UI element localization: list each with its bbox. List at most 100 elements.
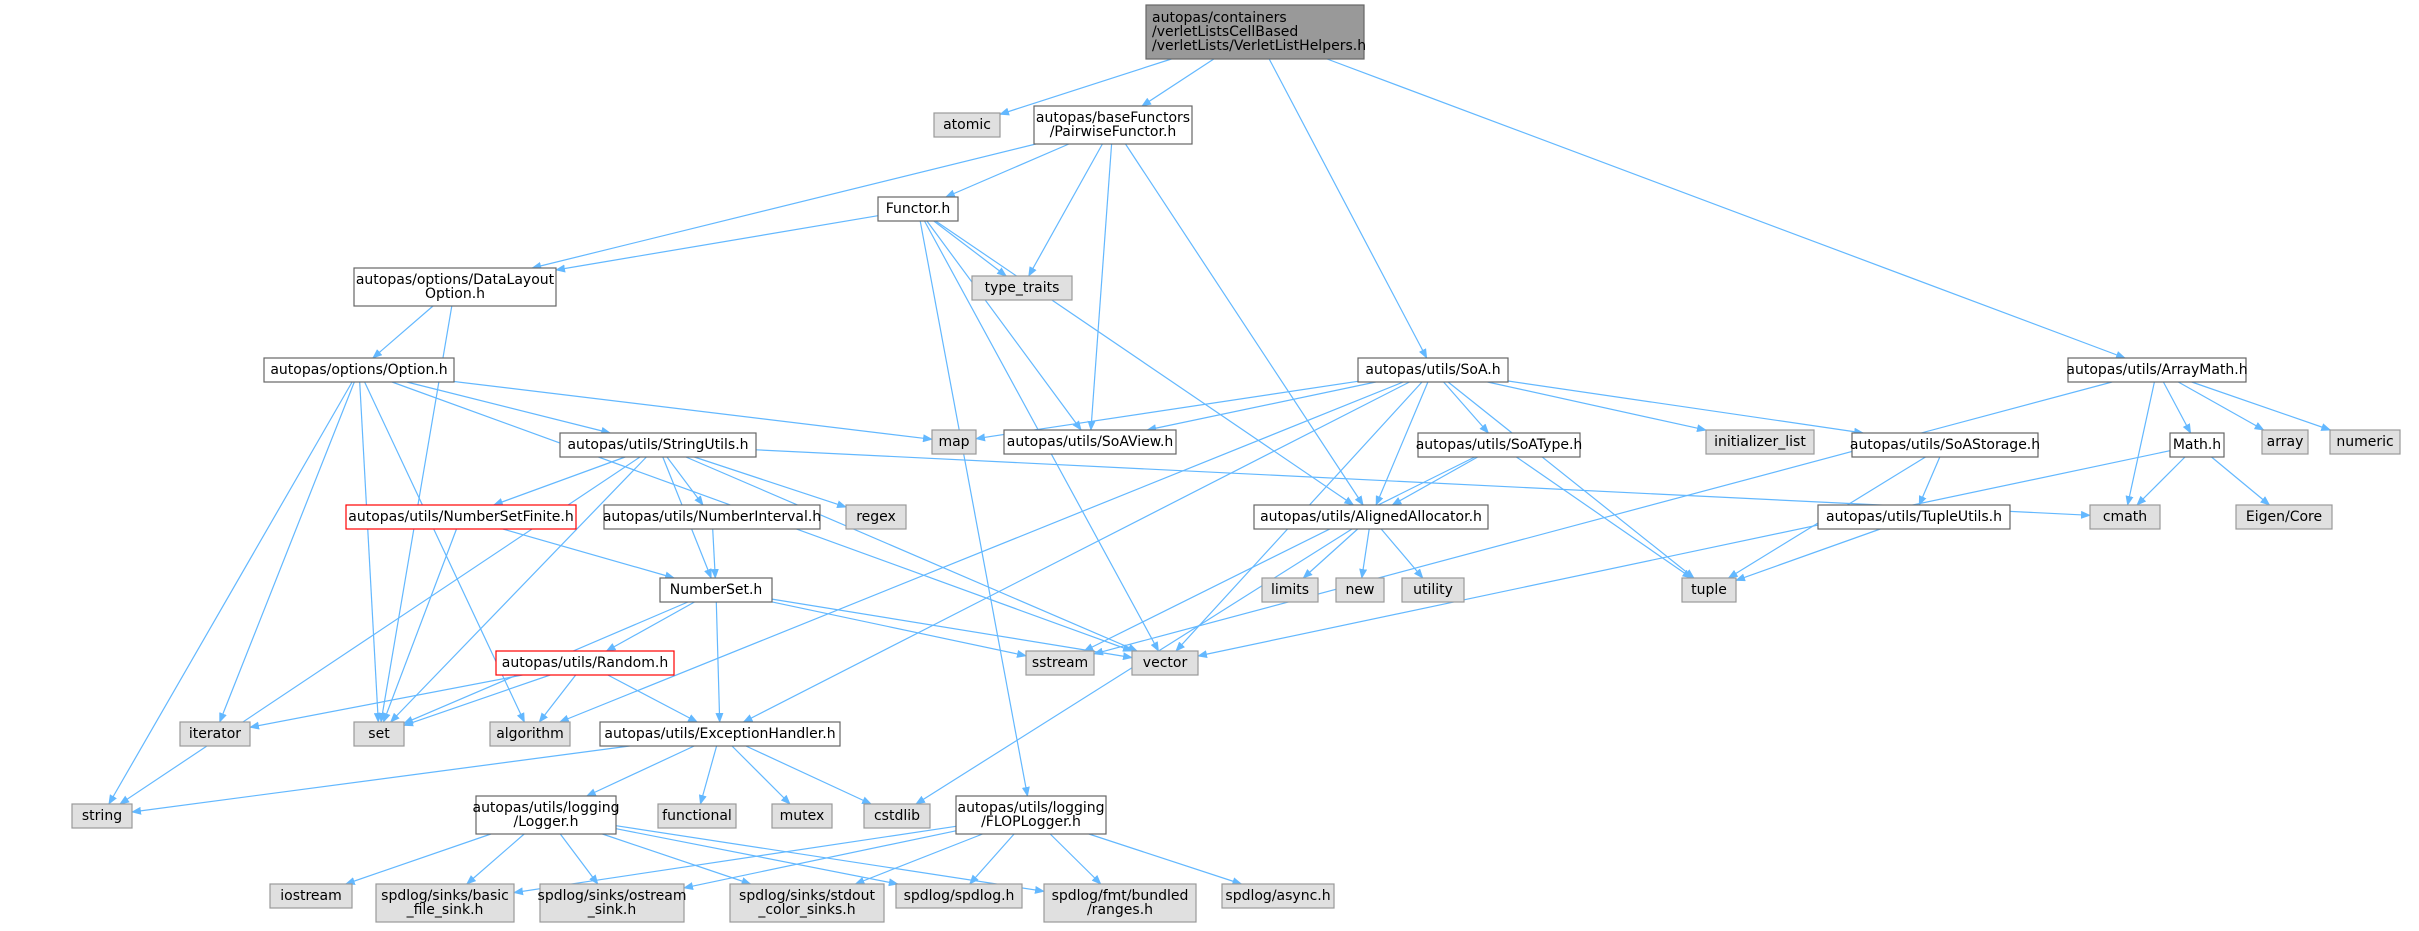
node-arraymath[interactable]: autopas/utils/ArrayMath.h [2066,357,2248,383]
edge-numsetfinite-to-numberset [502,528,676,580]
node-soatype-label: autopas/utils/SoAType.h [1416,437,1583,453]
node-root[interactable]: autopas/containers/verletListsCellBased/… [1145,4,1366,60]
edge-pairwise-to-typetraits [1028,143,1103,277]
node-numberset[interactable]: NumberSet.h [659,577,773,603]
node-pairwise[interactable]: autopas/baseFunctors/PairwiseFunctor.h [1033,105,1193,145]
node-iterator-box [179,721,251,747]
node-map-box [931,429,977,455]
node-new: new [1335,577,1385,603]
node-soatype-box [1417,432,1581,458]
node-exception[interactable]: autopas/utils/ExceptionHandler.h [599,721,841,747]
node-cmath: cmath [2089,504,2161,530]
node-numeric-label: numeric [2336,434,2393,450]
node-string-box [71,803,133,829]
edge-option-to-string [108,381,353,805]
node-numinterval-box [603,504,821,530]
node-mutex: mutex [771,803,833,829]
node-soatype[interactable]: autopas/utils/SoAType.h [1416,432,1583,458]
node-floplogger-box [955,795,1107,835]
node-tupleutils[interactable]: autopas/utils/TupleUtils.h [1817,504,2011,530]
edge-numberset-to-random [605,601,695,652]
node-atomic: atomic [933,112,1001,138]
edge-pairwise-to-functor [944,143,1070,198]
edge-exception-to-logger [585,745,695,797]
edge-alignedalloc-to-limits [1302,528,1359,579]
edge-soastorage-to-tupleutils [1918,456,1941,506]
node-stdoutsink-box [729,883,885,923]
node-set-box [353,721,405,747]
node-algorithm: algorithm [489,721,571,747]
node-option[interactable]: autopas/options/Option.h [263,357,455,383]
node-stdoutsink: spdlog/sinks/stdout_color_sinks.h [729,883,885,923]
edge-alignedalloc-to-utility [1380,528,1424,579]
node-ostreamsink-box [539,883,685,923]
node-cstdlib-box [863,803,931,829]
node-map: map [931,429,977,455]
node-alignedalloc-label: autopas/utils/AlignedAllocator.h [1260,509,1482,525]
node-mathh-label: Math.h [2173,437,2221,453]
node-logger[interactable]: autopas/utils/logging/Logger.h [472,795,620,835]
node-numinterval[interactable]: autopas/utils/NumberInterval.h [603,504,821,530]
node-mathh-box [2169,432,2225,458]
edge-pairwise-to-datalayout [531,143,1036,270]
edge-pairwise-to-soaview [1087,143,1113,431]
node-sstream-box [1025,650,1095,676]
node-stringutils[interactable]: autopas/utils/StringUtils.h [559,432,757,458]
node-floplogger-label: /FLOPLogger.h [981,814,1081,830]
node-tuple-label: tuple [1691,582,1727,598]
edge-pairwise-to-alignedalloc [1124,143,1364,506]
node-numeric-box [2329,429,2401,455]
edge-soatype-to-sstream [1083,456,1476,652]
node-ranges-label: /ranges.h [1087,902,1153,918]
edge-numinterval-to-numberset [710,528,719,579]
edge-functor-to-datalayout [555,215,879,273]
edge-option-to-iterator [219,381,355,723]
node-ranges-label: spdlog/fmt/bundled [1052,888,1189,904]
edge-root-to-arraymath [1326,58,2126,359]
node-initlist-label: initializer_list [1714,434,1806,450]
node-alignedalloc[interactable]: autopas/utils/AlignedAllocator.h [1253,504,1489,530]
node-iostream: iostream [269,883,353,909]
edge-logger-to-ostreamsink [559,833,599,885]
node-new-box [1335,577,1385,603]
node-functor[interactable]: Functor.h [877,196,959,222]
node-random[interactable]: autopas/utils/Random.h [495,650,675,676]
edge-random-to-exception [607,674,699,723]
node-soa[interactable]: autopas/utils/SoA.h [1357,357,1509,383]
node-algorithm-label: algorithm [496,726,564,742]
node-array-label: array [2267,434,2304,450]
node-floplogger[interactable]: autopas/utils/logging/FLOPLogger.h [955,795,1107,835]
edge-random-to-iterator [249,674,523,730]
node-arraymath-box [2067,357,2247,383]
node-typetraits-label: type_traits [985,280,1060,296]
node-soaview[interactable]: autopas/utils/SoAView.h [1003,429,1177,455]
edge-floplogger-to-spdlog [969,833,1015,885]
node-layer: autopas/containers/verletListsCellBased/… [71,4,2401,923]
node-spdlog-label: spdlog/spdlog.h [904,888,1015,904]
edge-soa-to-tuple [1447,381,1695,579]
edge-random-to-set [403,674,551,727]
node-utility-label: utility [1413,582,1453,598]
node-functor-box [877,196,959,222]
node-soaview-label: autopas/utils/SoAView.h [1007,434,1174,450]
node-basicfile: spdlog/sinks/basic_file_sink.h [375,883,515,923]
edge-option-to-set [359,381,382,723]
node-atomic-box [933,112,1001,138]
node-mathh[interactable]: Math.h [2169,432,2225,458]
node-arraymath-label: autopas/utils/ArrayMath.h [2066,362,2247,378]
node-stdoutsink-label: spdlog/sinks/stdout [739,888,875,904]
node-numsetfinite[interactable]: autopas/utils/NumberSetFinite.h [345,504,577,530]
node-ostreamsink-label: _sink.h [587,902,637,918]
node-eigen-label: Eigen/Core [2246,509,2322,525]
node-random-box [495,650,675,676]
node-soastorage[interactable]: autopas/utils/SoAStorage.h [1850,432,2040,458]
edge-layer [108,58,2332,896]
edge-mathh-to-vector [1197,450,2171,659]
edge-functor-to-typetraits [933,220,1007,277]
edge-root-to-atomic [999,58,1172,116]
node-async: spdlog/async.h [1221,883,1335,909]
edge-datalayout-to-option [372,305,434,359]
node-eigen: Eigen/Core [2235,504,2333,530]
node-pairwise-label: /PairwiseFunctor.h [1050,124,1177,140]
